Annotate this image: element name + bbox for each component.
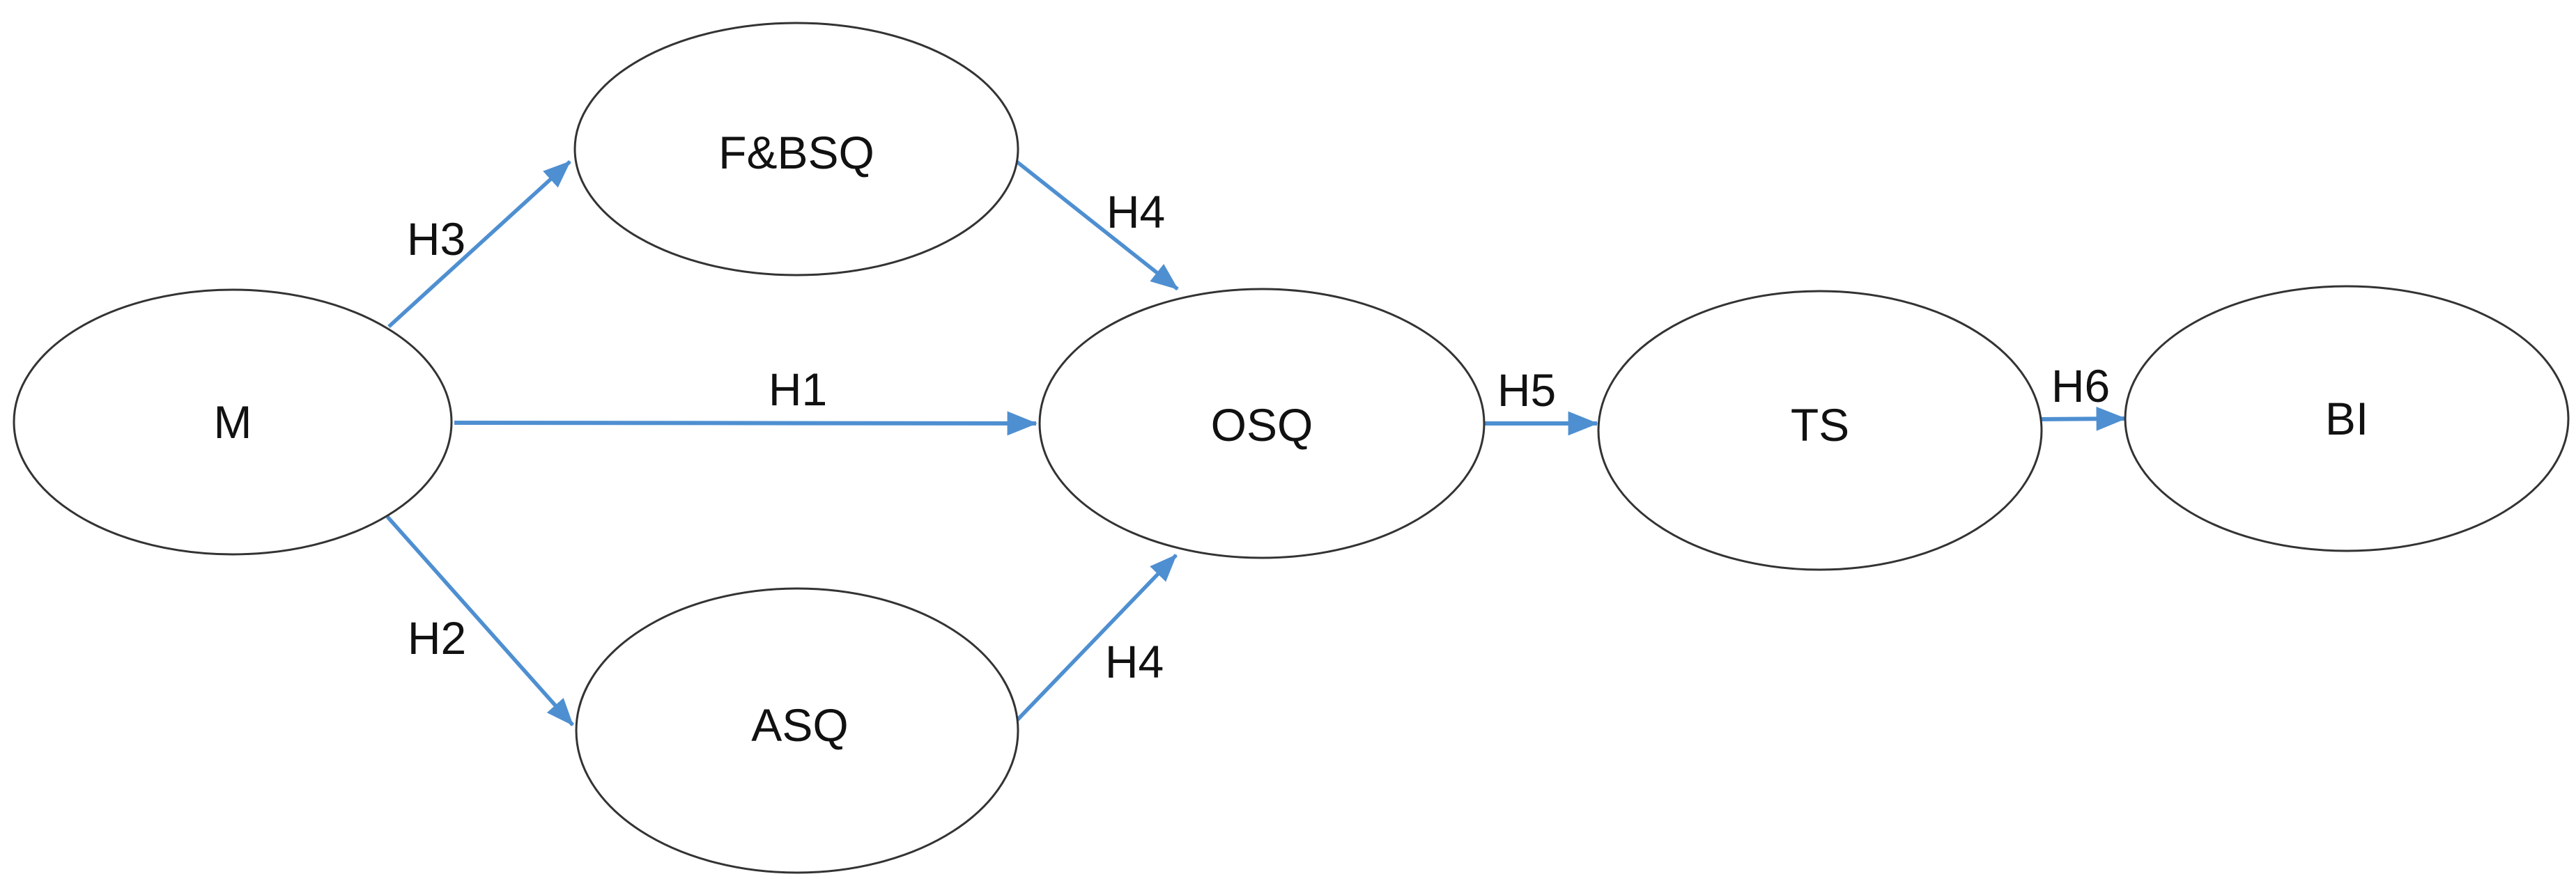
edge-label-h1: H1 [769,364,827,415]
edge-label-h3: H3 [407,213,465,265]
node-label-ts: TS [1791,399,1849,451]
edge-label-h4-top: H4 [1106,186,1165,237]
edge-h2-arrow [385,515,575,726]
node-ellipse-fbsq [573,22,1019,276]
node-label-osq: OSQ [1211,399,1313,451]
node-ellipse-ts [1597,290,2043,571]
edge-h3-arrow [387,159,571,329]
node-label-asq: ASQ [751,699,848,751]
node-label-m: M [214,396,252,448]
edge-label-h2: H2 [408,612,466,664]
edge-h4-bottom-arrow [1012,554,1178,726]
edge-label-h5: H5 [1497,364,1556,416]
edge-label-h6: H6 [2051,360,2110,412]
node-ellipse-osq [1038,288,1486,559]
node-label-bi: BI [2325,393,2368,444]
node-ellipse-m [13,288,453,556]
node-ellipse-asq [575,587,1019,874]
edge-h4-top-arrow [1012,157,1179,291]
node-label-fbsq: F&BSQ [718,127,874,178]
edge-label-h4-bottom: H4 [1105,636,1164,687]
node-ellipse-bi [2124,285,2570,552]
